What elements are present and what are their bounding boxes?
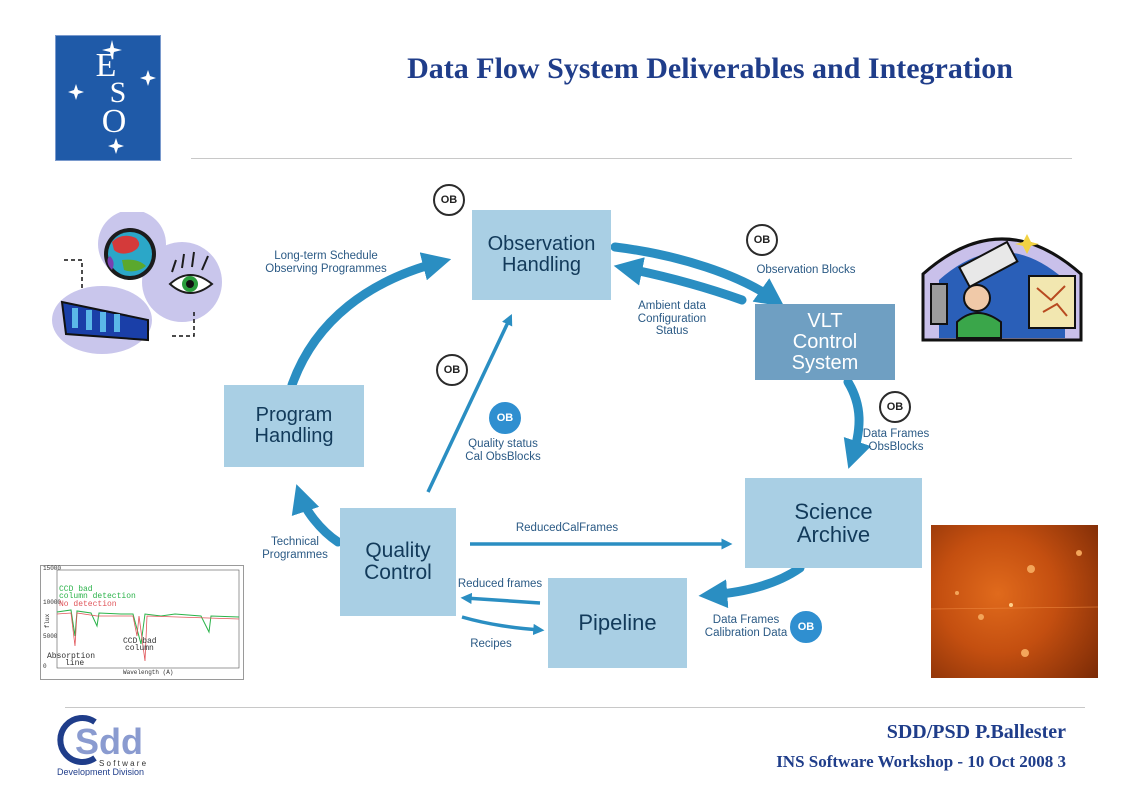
- ob-badge-calibration: OB: [790, 611, 822, 643]
- label-recipes-line1: Recipes: [470, 638, 512, 650]
- label-data-frames-cal-line1: Data Frames: [712, 614, 780, 626]
- label-reduced-frames: Reduced frames: [455, 578, 545, 591]
- label-long-term-line1: Long-term Schedule: [274, 250, 378, 262]
- label-observation-blocks: Observation Blocks: [748, 264, 864, 277]
- spectrum-annot-line: line: [65, 659, 85, 668]
- building-icon: [60, 300, 149, 342]
- spectrum-annot-ccd: CCD bad: [123, 637, 157, 646]
- arrow-recipes: [461, 615, 545, 636]
- node-observation-handling-line1: Observation: [487, 233, 596, 255]
- eso-logo-graphic: E S O: [68, 40, 156, 154]
- arrow-vlt-to-archive: [843, 377, 872, 469]
- label-reducedcal-line1: ReducedCalFrames: [515, 522, 619, 534]
- globe-icon: [104, 228, 156, 280]
- node-program-handling: Program Handling: [224, 385, 364, 467]
- label-reduced-frames-line1: Reduced frames: [457, 578, 543, 590]
- label-quality-status-line2: Cal ObsBlocks: [465, 450, 541, 463]
- spectrum-legend-column: column detection: [59, 592, 136, 601]
- spectrum-graphic: [56, 569, 240, 669]
- node-quality-control: Quality Control: [340, 508, 456, 616]
- spectrum-plot: 15000 10000 5000 0 flux CCD bad column d…: [40, 565, 244, 680]
- arrow-archive-to-pipeline: [698, 563, 805, 609]
- node-vlt-line3: System: [791, 351, 859, 374]
- eso-letter-s: S: [110, 76, 127, 109]
- label-reducedcalframes: ReducedCalFrames: [512, 522, 622, 535]
- label-quality-status-line1: Quality status: [468, 438, 538, 450]
- sky-image-graphic: [930, 550, 1099, 657]
- node-science-archive: Science Archive: [745, 478, 922, 568]
- spectrum-ytick-4: 0: [43, 663, 47, 670]
- header-divider: [191, 158, 1072, 159]
- label-technical-line1: Technical: [271, 536, 319, 548]
- spectrum-ylabel: flux: [44, 613, 52, 629]
- eso-letter-o: O: [102, 103, 127, 140]
- node-program-handling-line2: Handling: [254, 425, 334, 447]
- page-title: Data Flow System Deliverables and Integr…: [407, 52, 1013, 85]
- label-technical-programmes: Technical Programmes: [258, 536, 332, 561]
- footer-event: INS Software Workshop - 10 Oct 2008 3: [776, 752, 1066, 771]
- planning-clipart: [52, 212, 222, 354]
- sky-image: [930, 525, 1099, 678]
- arrow-pipeline-to-qc: [460, 592, 541, 605]
- star-chart-icon: [1028, 275, 1076, 329]
- label-data-frames-calibration: Data Frames Calibration Data: [700, 614, 792, 639]
- label-observation-blocks-line1: Observation Blocks: [756, 264, 856, 276]
- label-ambient-line1: Ambient data: [638, 300, 706, 312]
- sdd-logo: Sdd S o f t w a r e Development Division: [55, 712, 175, 777]
- sdd-logo-graphic: Sdd S o f t w a r e Development Division: [57, 715, 147, 777]
- arrow-program-to-observation: [287, 252, 452, 390]
- spectrum-xlabel: Wavelength (A): [123, 669, 174, 676]
- node-science-archive-line1: Science: [794, 498, 873, 524]
- telescope-icon: [957, 240, 1019, 289]
- node-science-archive-line2: Archive: [796, 522, 871, 547]
- node-vlt-line1: VLT: [807, 309, 843, 332]
- footer-author: SDD/PSD P.Ballester: [886, 721, 1066, 743]
- spectrum-annot-column: column: [125, 644, 154, 653]
- spectrum-annot-absorption: Absorption: [47, 652, 96, 661]
- label-ambient-data: Ambient data Configuration Status: [627, 300, 717, 338]
- label-recipes: Recipes: [465, 638, 517, 651]
- footer-divider: [65, 707, 1085, 708]
- arrow-qc-to-observation: [426, 313, 513, 493]
- spectrum-ytick-1: 15000: [43, 565, 62, 572]
- node-pipeline-line1: Pipeline: [578, 610, 657, 636]
- astronomer-clipart: [917, 214, 1087, 342]
- ob-badge-observation-blocks: OB: [746, 224, 778, 256]
- spectrum-legend-nodetect: No detection: [59, 600, 117, 609]
- label-quality-status: Quality status Cal ObsBlocks: [460, 438, 546, 463]
- sdd-logo-letters: Sdd: [75, 721, 143, 762]
- node-quality-control-line2: Control: [364, 561, 432, 584]
- ob-badge-data-frames: OB: [879, 391, 911, 423]
- label-ambient-line2: Configuration: [637, 312, 707, 325]
- label-long-term-line2: Observing Programmes: [265, 262, 387, 275]
- ob-badge-quality: OB: [489, 402, 521, 434]
- node-vlt-line2: Control: [792, 330, 858, 353]
- spectrum-ytick-2: 10000: [43, 599, 62, 606]
- node-program-handling-line1: Program: [255, 404, 333, 426]
- spectrum-ytick-3: 5000: [43, 633, 58, 640]
- sdd-logo-division: Development Division: [57, 767, 144, 776]
- arrow-observation-to-vlt: [610, 242, 785, 307]
- arrow-vlt-to-observation: [613, 257, 747, 305]
- eso-logo: E S O: [55, 35, 161, 161]
- label-long-term-schedule: Long-term Schedule Observing Programmes: [256, 250, 396, 275]
- node-observation-handling: Observation Handling: [472, 210, 611, 300]
- node-pipeline: Pipeline: [548, 578, 687, 668]
- label-technical-line2: Programmes: [262, 548, 328, 561]
- node-vlt-control-system: VLT Control System: [755, 304, 895, 380]
- node-observation-handling-line2: Handling: [502, 254, 581, 276]
- label-data-frames-obs-line2: ObsBlocks: [868, 440, 924, 453]
- label-data-frames-obsblocks: Data Frames ObsBlocks: [858, 428, 934, 453]
- label-data-frames-obs-line1: Data Frames: [862, 428, 930, 440]
- eye-icon: [168, 251, 214, 294]
- sdd-logo-software: S o f t w a r e: [99, 759, 147, 768]
- ob-badge-top: OB: [433, 184, 465, 216]
- ob-badge-middle: OB: [436, 354, 468, 386]
- node-quality-control-line1: Quality: [365, 538, 431, 562]
- arrow-qc-to-program: [291, 484, 343, 547]
- label-ambient-line3: Status: [655, 325, 689, 338]
- spectrum-legend-ccd: CCD bad: [59, 585, 93, 594]
- label-data-frames-cal-line2: Calibration Data: [704, 626, 788, 639]
